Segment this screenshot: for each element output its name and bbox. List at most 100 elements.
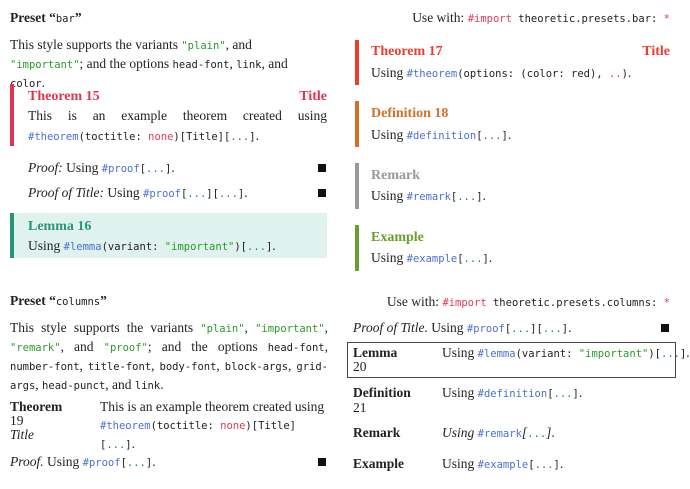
text-run: Use with: [412, 10, 468, 25]
code-function-name: #theorem [28, 131, 79, 143]
code-function-name: #proof [143, 188, 181, 200]
code-string: "important" [578, 348, 649, 360]
code-run: ] [145, 457, 153, 469]
code-placeholder: ... [527, 428, 547, 440]
italic-text-run: Using [442, 425, 478, 440]
code-function-name: #definition [406, 130, 477, 142]
code-run: ) [621, 68, 628, 80]
theorem-19-title: Title [10, 426, 34, 444]
text-run: 20 [353, 359, 367, 374]
code-run: [ [547, 388, 554, 400]
theorem-17-bar [355, 40, 359, 85]
code-run: [ [504, 323, 512, 335]
code-placeholder: ... [247, 241, 266, 253]
example-columns-label: Example [353, 455, 404, 473]
code-run: (toctitle: [150, 420, 221, 432]
code-string: "important" [164, 241, 235, 253]
text-run: Using [371, 188, 407, 203]
code-run: ] [476, 191, 483, 203]
text-run: ; and the options [147, 339, 268, 354]
text-run: . [686, 345, 690, 360]
text-run: . [507, 127, 512, 142]
preset-columns-intro: This style supports the variants "plain"… [10, 319, 328, 395]
bold-text-run: Lemma [353, 345, 398, 360]
text-run: This is an example theorem created using [28, 108, 327, 123]
code-placeholder: ... [661, 348, 680, 360]
code-function-name: #lemma [477, 348, 516, 360]
text-run: Using [43, 454, 83, 469]
code-run: ] [572, 388, 579, 400]
code-run: head-font [172, 59, 230, 71]
code-run: ] [553, 459, 560, 471]
theorem-15-title: Title [299, 88, 327, 106]
preset-columns-heading: Preset “columns” [10, 292, 107, 311]
code-run: color [10, 78, 42, 90]
bold-text-run: Preset “ [10, 10, 56, 25]
black-square-icon [318, 164, 326, 172]
code-run: (variant: [515, 348, 579, 360]
text-run: , [288, 358, 297, 373]
black-square-icon [661, 324, 669, 332]
code-placeholder: ... [482, 130, 502, 142]
bold-text-run: ” [100, 293, 107, 308]
text-run: Using [442, 456, 478, 471]
text-run: Using [62, 160, 102, 175]
theorem-19-label: Theorem [10, 398, 62, 416]
italic-text-run: Title [10, 427, 35, 442]
text-run: . [482, 188, 486, 203]
text-run: Remark [371, 168, 420, 183]
code-placeholder: ... [106, 439, 126, 451]
code-function-name: #proof [466, 323, 505, 335]
text-run: Using [442, 345, 478, 360]
text-run: , [244, 320, 256, 335]
text-run: Definition 18 [371, 106, 449, 121]
proof-of-title-columns: Proof of Title. Using #proof[...][...]. [353, 319, 571, 338]
code-placeholder: ... [146, 163, 165, 175]
code-string: "proof" [103, 342, 148, 354]
bold-text-run: Theorem [10, 399, 63, 414]
definition-21-label: Definition [353, 384, 411, 402]
code-run: theoretic.presets.columns: [486, 297, 664, 309]
code-run: head-font [267, 342, 325, 354]
text-run: . [627, 65, 632, 80]
remark-heading: Remark [371, 167, 420, 185]
black-square-icon [318, 189, 326, 197]
text-run: . [488, 250, 493, 265]
code-run: )[Title][ [173, 131, 231, 143]
code-function-name: #theorem [406, 68, 458, 80]
italic-text-run: [ [521, 425, 528, 440]
text-run: Using [371, 65, 407, 80]
text-run: This style supports the variants [10, 320, 201, 335]
text-run: . [160, 377, 164, 392]
text-run: Use with: [386, 294, 443, 309]
preset-bar-intro: This style supports the variants "plain"… [10, 36, 326, 93]
code-string: "important" [10, 59, 80, 71]
code-placeholder: ... [553, 388, 573, 400]
lemma-16-body: Using #lemma(variant: "important")[...]. [28, 237, 276, 256]
proof-columns: Proof. Using #proof[...]. [10, 453, 156, 472]
code-function-name: #theorem [100, 420, 151, 432]
code-keyword: * [663, 297, 670, 309]
code-keyword: none [220, 420, 246, 432]
code-placeholder: ... [457, 191, 477, 203]
text-run: . [171, 160, 175, 175]
example-bar [355, 225, 359, 271]
italic-text-run: Proof of Title: [28, 185, 105, 200]
theorem-15-body-line1: This is an example theorem created using [28, 107, 327, 125]
code-run: )[ [234, 241, 247, 253]
code-function-name: #definition [477, 388, 548, 400]
text-run: , [324, 339, 328, 354]
text-run: , [35, 377, 43, 392]
code-run: [ [476, 130, 483, 142]
theorem-19-body: This is an example theorem created using… [100, 398, 330, 454]
text-run: , [79, 358, 88, 373]
text-run: . [551, 425, 555, 440]
code-keyword: * [663, 13, 670, 25]
theorem-15-heading: Theorem 15 [28, 88, 100, 106]
text-run: Using [442, 385, 478, 400]
code-run: )[Title][ [100, 420, 296, 451]
code-run: [ [457, 253, 464, 265]
code-run: number-font [10, 361, 80, 373]
text-run: This style supports the variants [10, 37, 182, 52]
